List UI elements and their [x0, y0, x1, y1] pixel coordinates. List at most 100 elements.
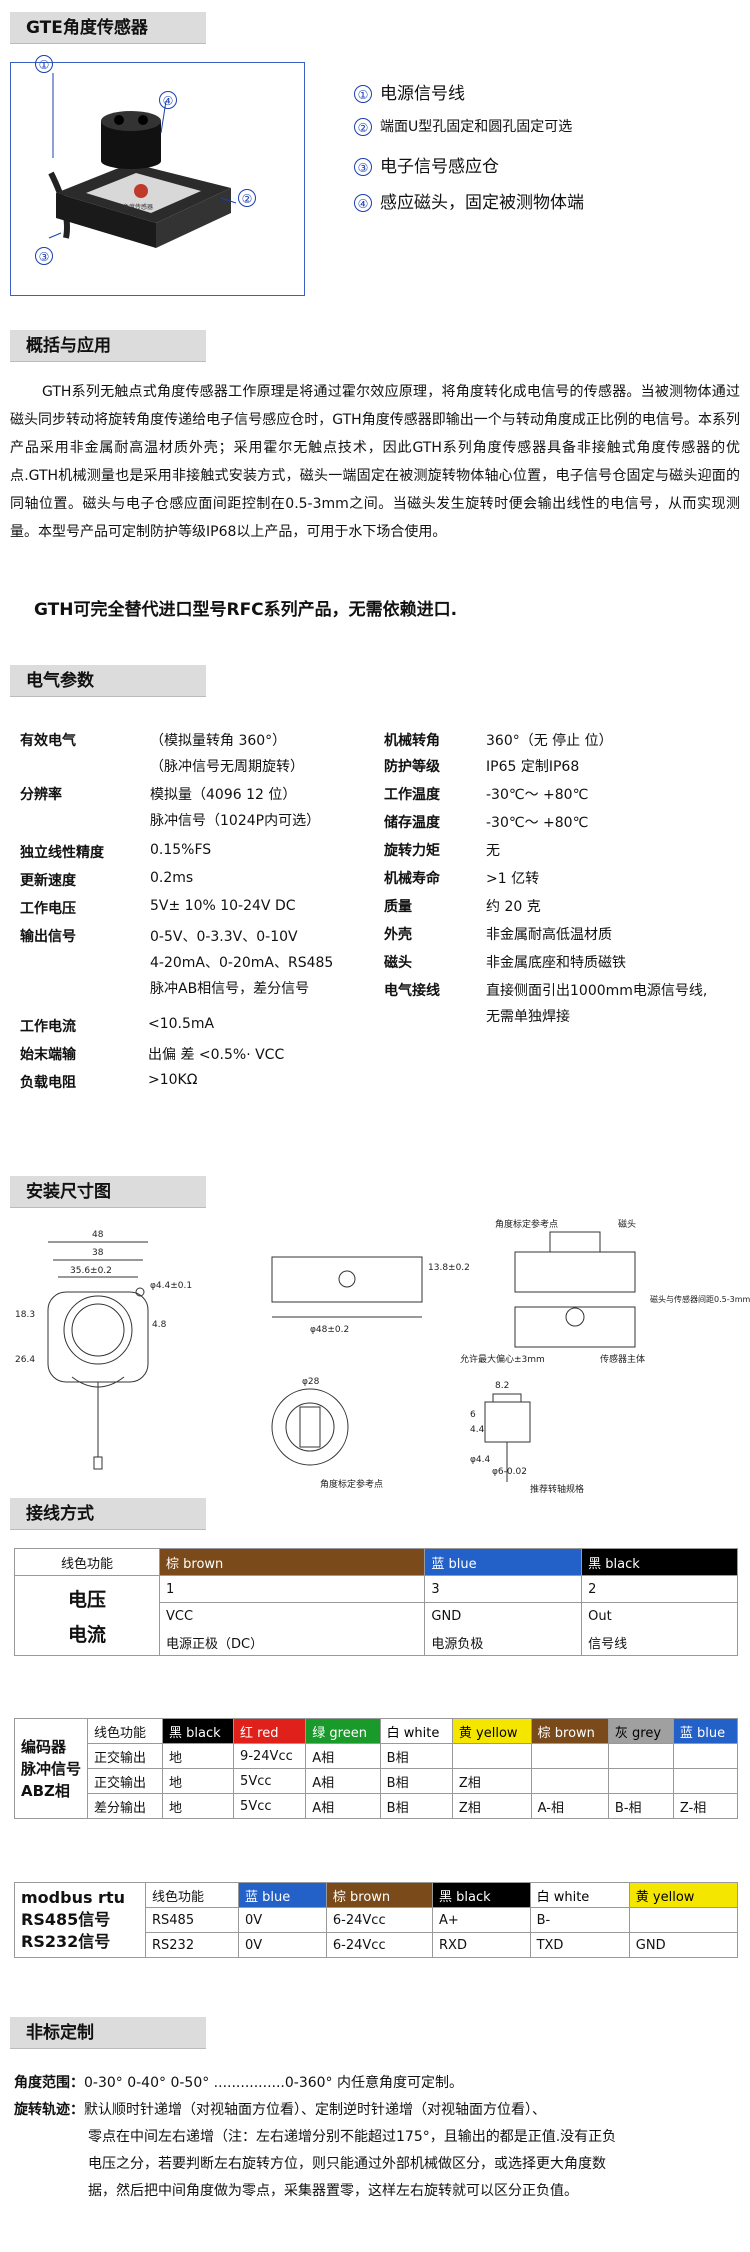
- param-value: IP65 定制IP68: [486, 759, 580, 775]
- color-brown: 棕 brown: [325, 1882, 434, 1908]
- cell: [530, 1743, 609, 1769]
- label-ref-point-2: 角度标定参考点: [320, 1478, 383, 1490]
- cell: [672, 1768, 739, 1794]
- cell: [451, 1743, 532, 1769]
- feature-text: 端面U型孔固定和圆孔固定可选: [380, 119, 573, 135]
- param-value: 0-5V、0-3.3V、0-10V: [150, 929, 298, 945]
- param-value: 无需单独焊接: [486, 1009, 570, 1025]
- cell: A相: [305, 1793, 381, 1819]
- color-yellow: 黄 yellow: [628, 1882, 739, 1908]
- encoder-side-label: 编码器 脉冲信号 ABZ相: [14, 1718, 88, 1819]
- label-magnet: 磁头: [618, 1218, 636, 1230]
- cell: 5Vcc: [233, 1768, 307, 1794]
- feature-number: ②: [354, 118, 372, 136]
- track-line: 默认顺时针递增（对视轴面方位看）、定制逆时针递增（对视轴面方位看）、: [84, 2102, 546, 2118]
- cell: B相: [379, 1768, 453, 1794]
- feature-text: 电子信号感应仓: [380, 157, 499, 177]
- table-row: 正交输出 地 9-24Vcc A相 B相: [15, 1743, 739, 1769]
- cell: 6-24Vcc: [325, 1907, 434, 1933]
- dim-6: 6: [470, 1410, 476, 1420]
- param-label: 工作温度: [384, 787, 440, 803]
- label-shaft: 推荐转轴规格: [530, 1483, 584, 1495]
- callout-2: ②: [238, 189, 256, 207]
- angle-range-label: 角度范围：: [14, 2075, 84, 2091]
- color-yellow: 黄 yellow: [451, 1718, 532, 1744]
- param-value: -30℃～ +80℃: [486, 787, 589, 803]
- cell: RXD: [432, 1932, 531, 1958]
- param-value: 模拟量（4096 12 位）: [150, 787, 297, 803]
- label-body: 传感器主体: [600, 1353, 645, 1365]
- side-label-line: RS232信号: [21, 1932, 111, 1951]
- row-label: 差分输出: [87, 1793, 163, 1819]
- dim-18-3: 18.3: [15, 1310, 35, 1320]
- dim-8-2: 8.2: [495, 1381, 509, 1391]
- row-label-voltage-current: 电压电流: [14, 1575, 160, 1656]
- param-label: 始末端输: [20, 1047, 76, 1063]
- product-image: 角度传感器: [48, 73, 237, 248]
- row-label-voltage: 电压: [67, 1588, 106, 1611]
- param-label: 工作电流: [20, 1019, 76, 1035]
- param-value: 出偏 差 <0.5%· VCC: [148, 1047, 285, 1063]
- param-label: 机械寿命: [384, 871, 440, 887]
- dim-4-4: 4.4: [470, 1425, 485, 1435]
- param-value: 0.2ms: [150, 870, 194, 886]
- param-value: 脉冲信号（1024P内可选）: [150, 813, 321, 829]
- color-blue: 蓝 blue: [238, 1882, 327, 1908]
- param-value: 非金属耐高低温材质: [486, 927, 612, 943]
- dim-48: 48: [92, 1230, 104, 1240]
- cell: A相: [305, 1768, 381, 1794]
- param-label: 磁头: [384, 955, 412, 971]
- callout-4: ④: [159, 91, 177, 109]
- cell: B相: [379, 1793, 453, 1819]
- param-value: 非金属底座和特质磁铁: [486, 955, 626, 971]
- install-drawing: 48 38 35.6±0.2 φ4.4±0.1 18.3 26.4 4.8 13…: [15, 1218, 750, 1495]
- cell: Z相: [451, 1793, 532, 1819]
- color-grey: 灰 grey: [607, 1718, 674, 1744]
- cell: 5Vcc: [233, 1793, 307, 1819]
- overview-paragraph: GTH系列无触点式角度传感器工作原理是将通过霍尔效应原理，将角度转化成电信号的传…: [10, 384, 740, 540]
- cell: GND: [628, 1932, 739, 1958]
- color-red: 红 red: [233, 1718, 307, 1744]
- func-cell: Out: [581, 1602, 738, 1629]
- param-value: 无: [486, 843, 500, 859]
- color-white: 白 white: [529, 1882, 630, 1908]
- cell: A+: [432, 1907, 531, 1933]
- param-label: 外壳: [384, 927, 412, 943]
- track-line: 零点在中间左右递增（注：左右递增分别不能超过175°，且输出的都是正值.没有正负: [88, 2129, 617, 2145]
- wiring-table-modbus: modbus rtu RS485信号 RS232信号 线色功能 蓝 blue 棕…: [14, 1882, 739, 1958]
- feature-number: ①: [354, 85, 372, 103]
- param-label: 负载电阻: [20, 1075, 76, 1091]
- cell: 9-24Vcc: [233, 1743, 307, 1769]
- dim-hole: φ4.4±0.1: [150, 1281, 192, 1291]
- feature-text: 电源信号线: [380, 84, 465, 104]
- cell: B-相: [607, 1793, 674, 1819]
- row-label: 正交输出: [87, 1743, 163, 1769]
- angle-range-text: 0-30° 0-40° 0-50° ................0-360°…: [84, 2075, 464, 2091]
- func-label: 线色功能: [14, 1548, 160, 1576]
- cell: [607, 1743, 674, 1769]
- row-label: RS232: [145, 1932, 239, 1958]
- wiring-table-analog: 线色功能 棕 brown 蓝 blue 黑 black 电压电流 1 3 2 V…: [14, 1548, 738, 1656]
- param-label: 分辨率: [20, 787, 62, 803]
- modbus-side-label: modbus rtu RS485信号 RS232信号: [14, 1882, 146, 1958]
- cell: 6-24Vcc: [325, 1932, 434, 1958]
- param-label: 独立线性精度: [20, 845, 104, 861]
- dim-phi4-4: φ4.4: [470, 1455, 491, 1465]
- cell: 0V: [238, 1907, 327, 1933]
- param-label: 输出信号: [20, 929, 76, 945]
- cell: Z-相: [672, 1793, 739, 1819]
- section-header-electrical: 电气参数: [10, 665, 206, 697]
- side-label-line: 脉冲信号: [21, 1759, 82, 1778]
- param-value: 0.15%FS: [150, 842, 212, 858]
- cell: A-相: [530, 1793, 609, 1819]
- param-label: 储存温度: [384, 815, 440, 831]
- param-value: 4-20mA、0-20mA、RS485: [150, 955, 334, 971]
- color-brown: 棕 brown: [158, 1548, 426, 1576]
- color-green: 绿 green: [305, 1718, 381, 1744]
- callout-1: ①: [35, 55, 53, 73]
- cell: [607, 1768, 674, 1794]
- func-label: 线色功能: [87, 1718, 163, 1744]
- color-black: 黑 black: [581, 1548, 738, 1576]
- color-black: 黑 black: [432, 1882, 531, 1908]
- param-label: 电气接线: [384, 983, 440, 999]
